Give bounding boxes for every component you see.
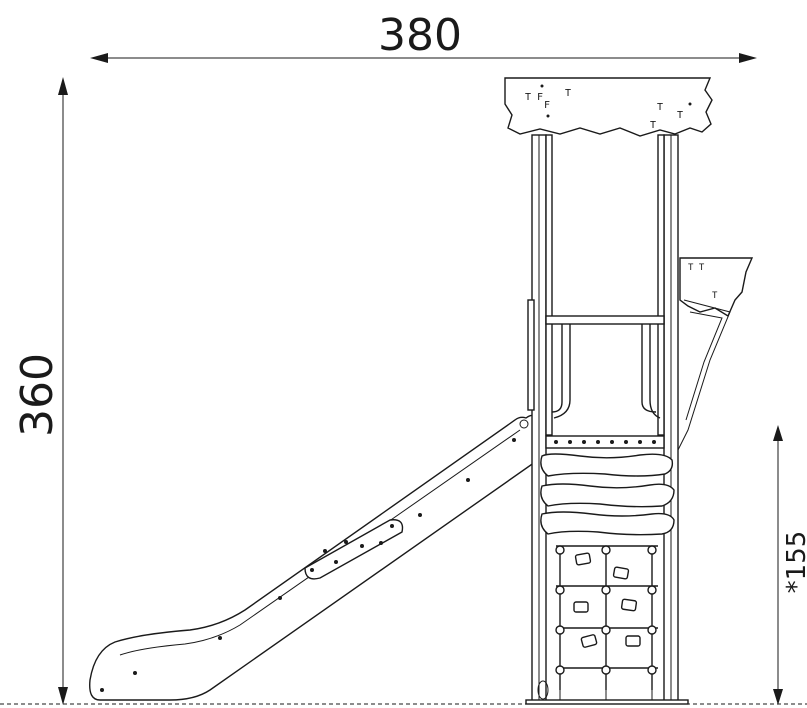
height-label: 360 (12, 353, 63, 437)
svg-text:T: T (712, 291, 718, 301)
platform-deck (545, 435, 665, 449)
side-shelf: T T T (677, 257, 754, 451)
svg-text:T: T (677, 110, 683, 121)
svg-text:T: T (650, 120, 656, 131)
anchor-ring (537, 680, 549, 700)
log-steps (540, 453, 675, 536)
svg-text:T F: T F (525, 92, 543, 103)
roof: T F F T T T T (504, 77, 713, 137)
height-dimension: 360 (12, 77, 68, 705)
slide (89, 414, 539, 701)
platform-height-dimension: *155 (773, 425, 807, 705)
width-dimension: 380 (90, 10, 757, 63)
climbing-net (555, 545, 658, 700)
svg-text:T: T (657, 102, 663, 113)
svg-text:T T: T T (688, 263, 705, 273)
width-label: 380 (378, 10, 462, 61)
platform-height-label: *155 (782, 531, 807, 594)
base-plate (525, 699, 689, 705)
platform-railing (545, 315, 665, 419)
svg-text:F: F (544, 100, 550, 111)
svg-text:T: T (565, 88, 571, 99)
tower-posts (527, 134, 679, 704)
